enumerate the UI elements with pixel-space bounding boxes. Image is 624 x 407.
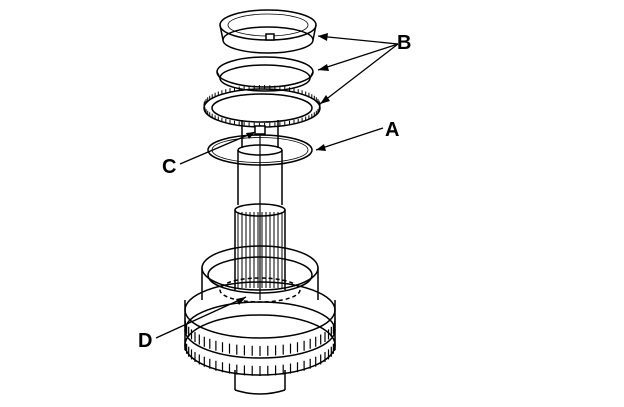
middle-cone-ring (216, 56, 314, 92)
callout-c-label: C (162, 156, 177, 178)
leader-lines (155, 35, 399, 339)
callout-b-label: B (397, 32, 412, 54)
outer-synchro-ring (219, 9, 317, 54)
callout-d-label: D (138, 330, 153, 352)
callout-a-label: A (385, 119, 400, 141)
key-c (254, 125, 266, 135)
arrowheads (236, 33, 330, 305)
